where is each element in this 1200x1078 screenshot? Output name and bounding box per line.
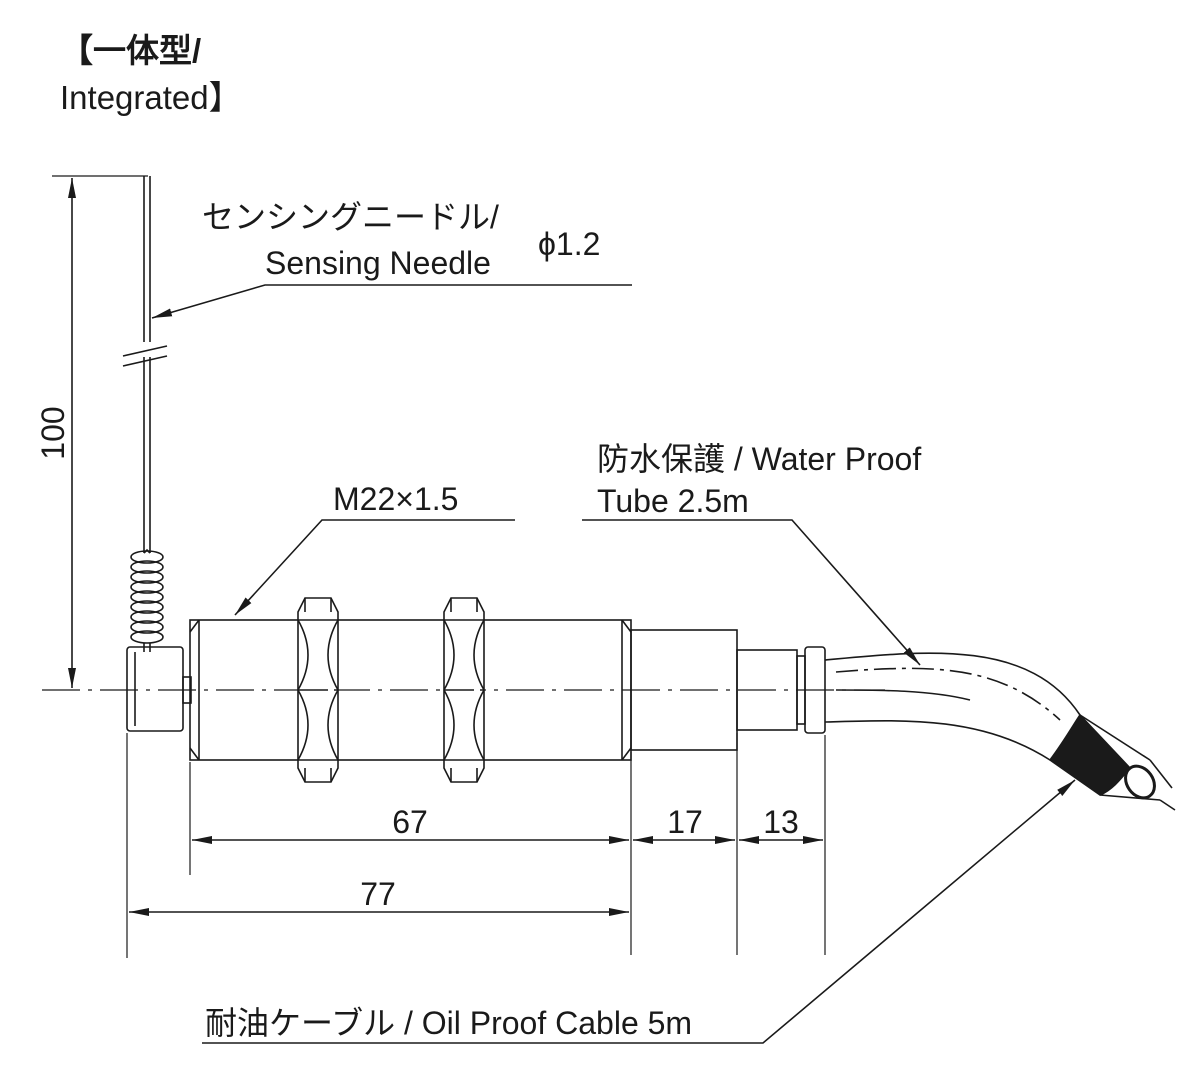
tube-label-line-2: Tube 2.5m [597, 483, 749, 519]
cable-fitting [736, 646, 826, 734]
sensing-needle-label-jp: センシングニードル/ [202, 199, 499, 235]
leader-thread [234, 519, 515, 616]
leader-oil-cable [202, 779, 1076, 1044]
dim-value-77: 77 [360, 876, 396, 912]
dim-value-17: 17 [667, 804, 703, 840]
cable-label: 耐油ケーブル / Oil Proof Cable 5m [205, 1005, 692, 1041]
title-line-1: 【一体型/ [60, 32, 201, 69]
needle-head [126, 646, 192, 732]
oil-proof-cable [1048, 713, 1176, 811]
hex-nut-1 [297, 597, 339, 783]
water-proof-tube [824, 652, 1081, 761]
sensing-needle [122, 176, 168, 553]
extension-lines [52, 175, 826, 958]
needle-spring [130, 548, 164, 652]
title-line-2: Integrated】 [60, 79, 242, 116]
dim-value-100: 100 [35, 406, 71, 459]
leader-sensing-needle [151, 284, 632, 319]
leader-water-tube [582, 519, 921, 666]
dim-value-67: 67 [392, 804, 428, 840]
needle-diameter-label: ϕ1.2 [538, 226, 600, 262]
hex-nut-2 [443, 597, 485, 783]
thread-label: M22×1.5 [333, 481, 458, 517]
dim-value-13: 13 [763, 804, 799, 840]
sensing-needle-label-en: Sensing Needle [265, 245, 491, 281]
tube-label-line-1: 防水保護 / Water Proof [597, 441, 921, 477]
